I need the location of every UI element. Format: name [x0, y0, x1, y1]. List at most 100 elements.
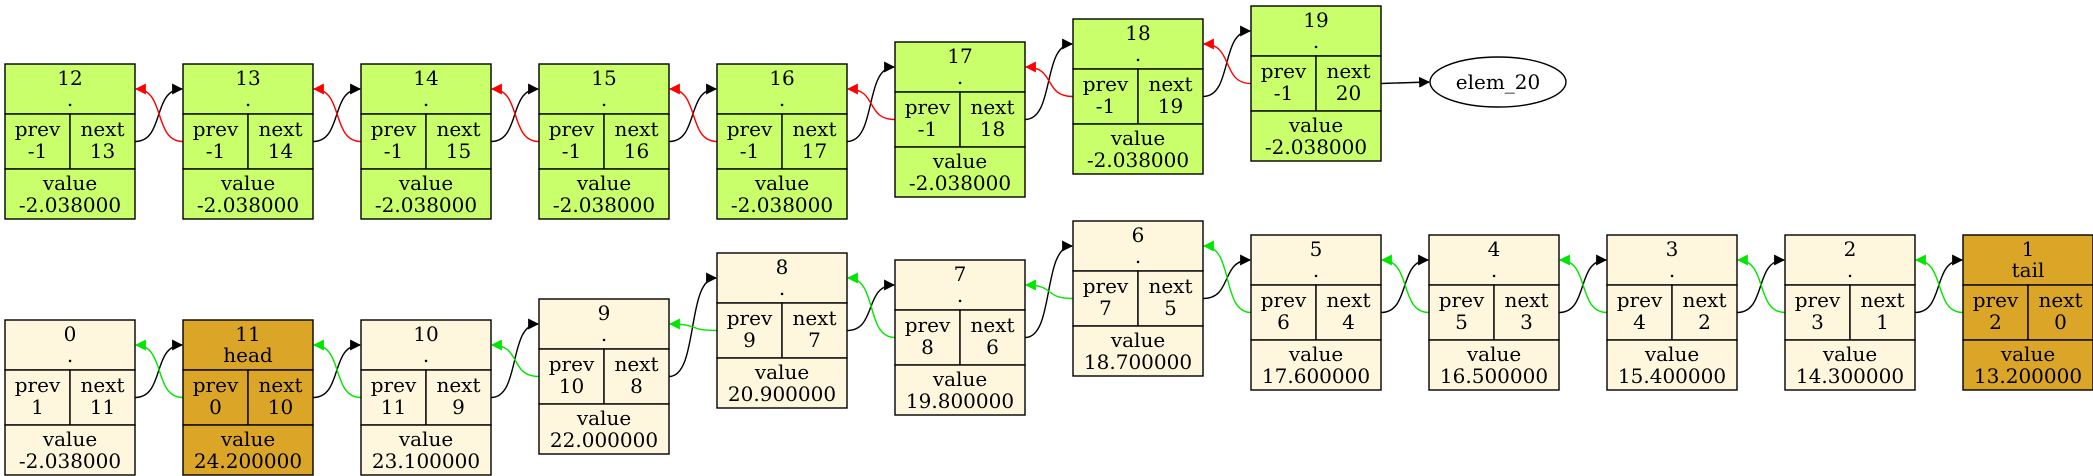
next-label: next [1148, 274, 1192, 298]
prev-label: prev [15, 117, 61, 141]
node-value: -2.038000 [197, 193, 299, 217]
value-label: value [1110, 126, 1165, 150]
node-subtitle: . [423, 87, 429, 111]
prev-value: 4 [1633, 310, 1646, 334]
node-next-cell [781, 302, 848, 359]
node-prev-cell [4, 369, 71, 426]
node-value: -2.038000 [1265, 135, 1367, 159]
node-header [4, 319, 136, 371]
node-title: 7 [954, 262, 967, 286]
node-value-cell [360, 424, 492, 476]
node-subtitle: . [1313, 29, 1319, 53]
node-header [716, 252, 848, 304]
prev-edge-9-to-10 [490, 339, 540, 378]
next-edge-8-to-7 [846, 279, 896, 332]
node-subtitle: . [1135, 244, 1141, 268]
value-label: value [932, 149, 987, 173]
node-header [1072, 220, 1204, 272]
node-value: -2.038000 [375, 193, 477, 217]
node-subtitle: . [601, 87, 607, 111]
prev-label: prev [371, 373, 417, 397]
next-edge-14-to-15 [490, 83, 540, 143]
node-value: 23.100000 [372, 449, 480, 473]
terminal-ellipse [1429, 56, 1567, 108]
node-value-cell [182, 424, 314, 476]
node-header [894, 41, 1026, 93]
node-next-cell [959, 309, 1026, 366]
node-value: 24.200000 [194, 449, 302, 473]
node-value-cell [894, 364, 1026, 416]
next-value: 0 [2054, 310, 2067, 334]
next-value: 17 [802, 139, 827, 163]
next-value: 10 [268, 395, 293, 419]
node-value: -2.038000 [553, 193, 655, 217]
node-header [1962, 234, 2093, 286]
prev-label: prev [1973, 288, 2019, 312]
node-header [1250, 5, 1382, 57]
next-label: next [436, 373, 480, 397]
next-edge-16-to-17 [846, 61, 896, 143]
prev-value: -1 [562, 139, 581, 163]
prev-label: prev [193, 117, 239, 141]
node-header [1250, 234, 1382, 286]
next-edge-0-to-11 [134, 339, 184, 399]
node-prev-cell [1072, 68, 1139, 125]
node-value-cell [1072, 123, 1204, 175]
node-subtitle: . [779, 276, 785, 300]
prev-label: prev [549, 117, 595, 141]
value-label: value [220, 427, 275, 451]
node-next-cell [1315, 284, 1382, 341]
node-value-cell [1606, 339, 1738, 391]
value-label: value [576, 406, 631, 430]
node-value-cell [1250, 110, 1382, 162]
nodes-layer: 12.prev-1next13value-2.03800013.prev-1ne… [4, 5, 2093, 476]
node-subtitle: . [779, 87, 785, 111]
next-edge-6-to-5 [1202, 254, 1252, 300]
node-next-cell [781, 113, 848, 170]
node-title: 13 [235, 66, 260, 90]
prev-label: prev [1617, 288, 1663, 312]
node-header [182, 319, 314, 371]
node-next-cell [1849, 284, 1916, 341]
prev-label: prev [15, 373, 61, 397]
next-value: 18 [980, 117, 1005, 141]
next-label: next [80, 373, 124, 397]
prev-value: 11 [381, 395, 406, 419]
prev-edge-15-to-14 [490, 83, 540, 143]
node-next-cell [69, 369, 136, 426]
next-label: next [1148, 72, 1192, 96]
next-label: next [1682, 288, 1726, 312]
node-title: 4 [1488, 237, 1501, 261]
next-label: next [1504, 288, 1548, 312]
node-title: 5 [1310, 237, 1323, 261]
node-subtitle: head [223, 343, 273, 367]
next-edge-17-to-18 [1024, 38, 1074, 121]
next-label: next [792, 117, 836, 141]
prev-value: -1 [206, 139, 225, 163]
value-label: value [398, 427, 453, 451]
next-label: next [792, 306, 836, 330]
value-label: value [1110, 328, 1165, 352]
node-value-cell [1962, 339, 2093, 391]
prev-label: prev [1795, 288, 1841, 312]
node-subtitle: . [1847, 258, 1853, 282]
node-value: 16.500000 [1440, 364, 1548, 388]
node-prev-cell [182, 113, 249, 170]
prev-label: prev [1439, 288, 1485, 312]
node-header [182, 63, 314, 115]
next-value: 14 [268, 139, 293, 163]
node-header [1606, 234, 1738, 286]
prev-value: 3 [1811, 310, 1824, 334]
node-title: 9 [598, 301, 611, 325]
prev-label: prev [1083, 274, 1129, 298]
node-subtitle: . [67, 343, 73, 367]
next-edge-13-to-14 [312, 83, 362, 143]
next-label: next [970, 313, 1014, 337]
node-value-cell [894, 146, 1026, 198]
prev-edge-10-to-11 [312, 339, 362, 399]
